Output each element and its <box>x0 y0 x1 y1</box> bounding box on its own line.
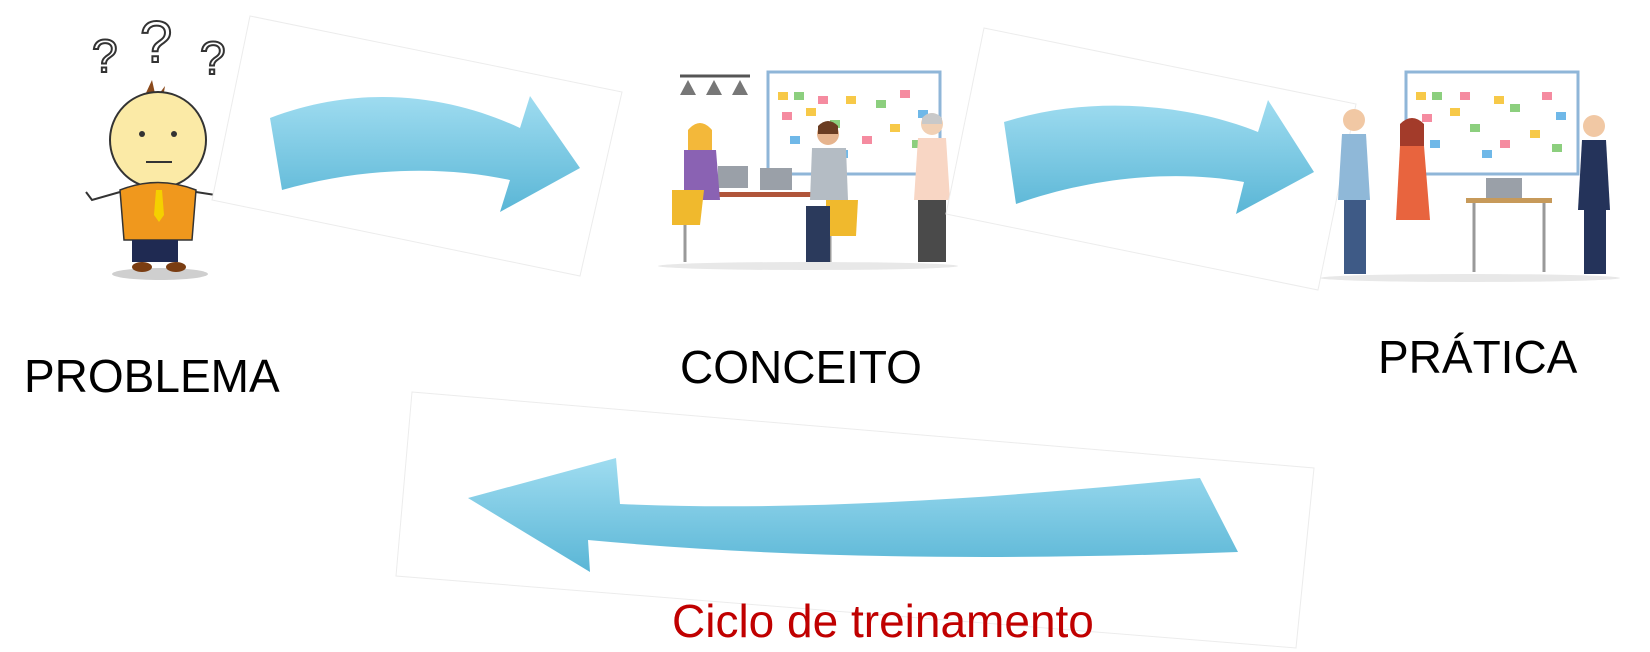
confused-person-icon: ? ? ? <box>85 9 227 280</box>
team-meeting-board-icon <box>658 70 958 270</box>
stage-label-problema: PROBLEMA <box>24 350 280 402</box>
arrow-right-2 <box>945 27 1357 291</box>
cycle-caption: Ciclo de treinamento <box>672 595 1094 647</box>
stage-label-pratica: PRÁTICA <box>1378 331 1578 383</box>
stage-label-conceito: CONCEITO <box>680 341 922 393</box>
svg-text:?: ? <box>140 10 172 75</box>
return-arrow-left <box>395 391 1315 649</box>
team-board-review-icon <box>1320 70 1620 282</box>
svg-text:?: ? <box>200 32 226 84</box>
svg-text:?: ? <box>92 30 118 82</box>
arrow-right-1 <box>211 15 623 277</box>
